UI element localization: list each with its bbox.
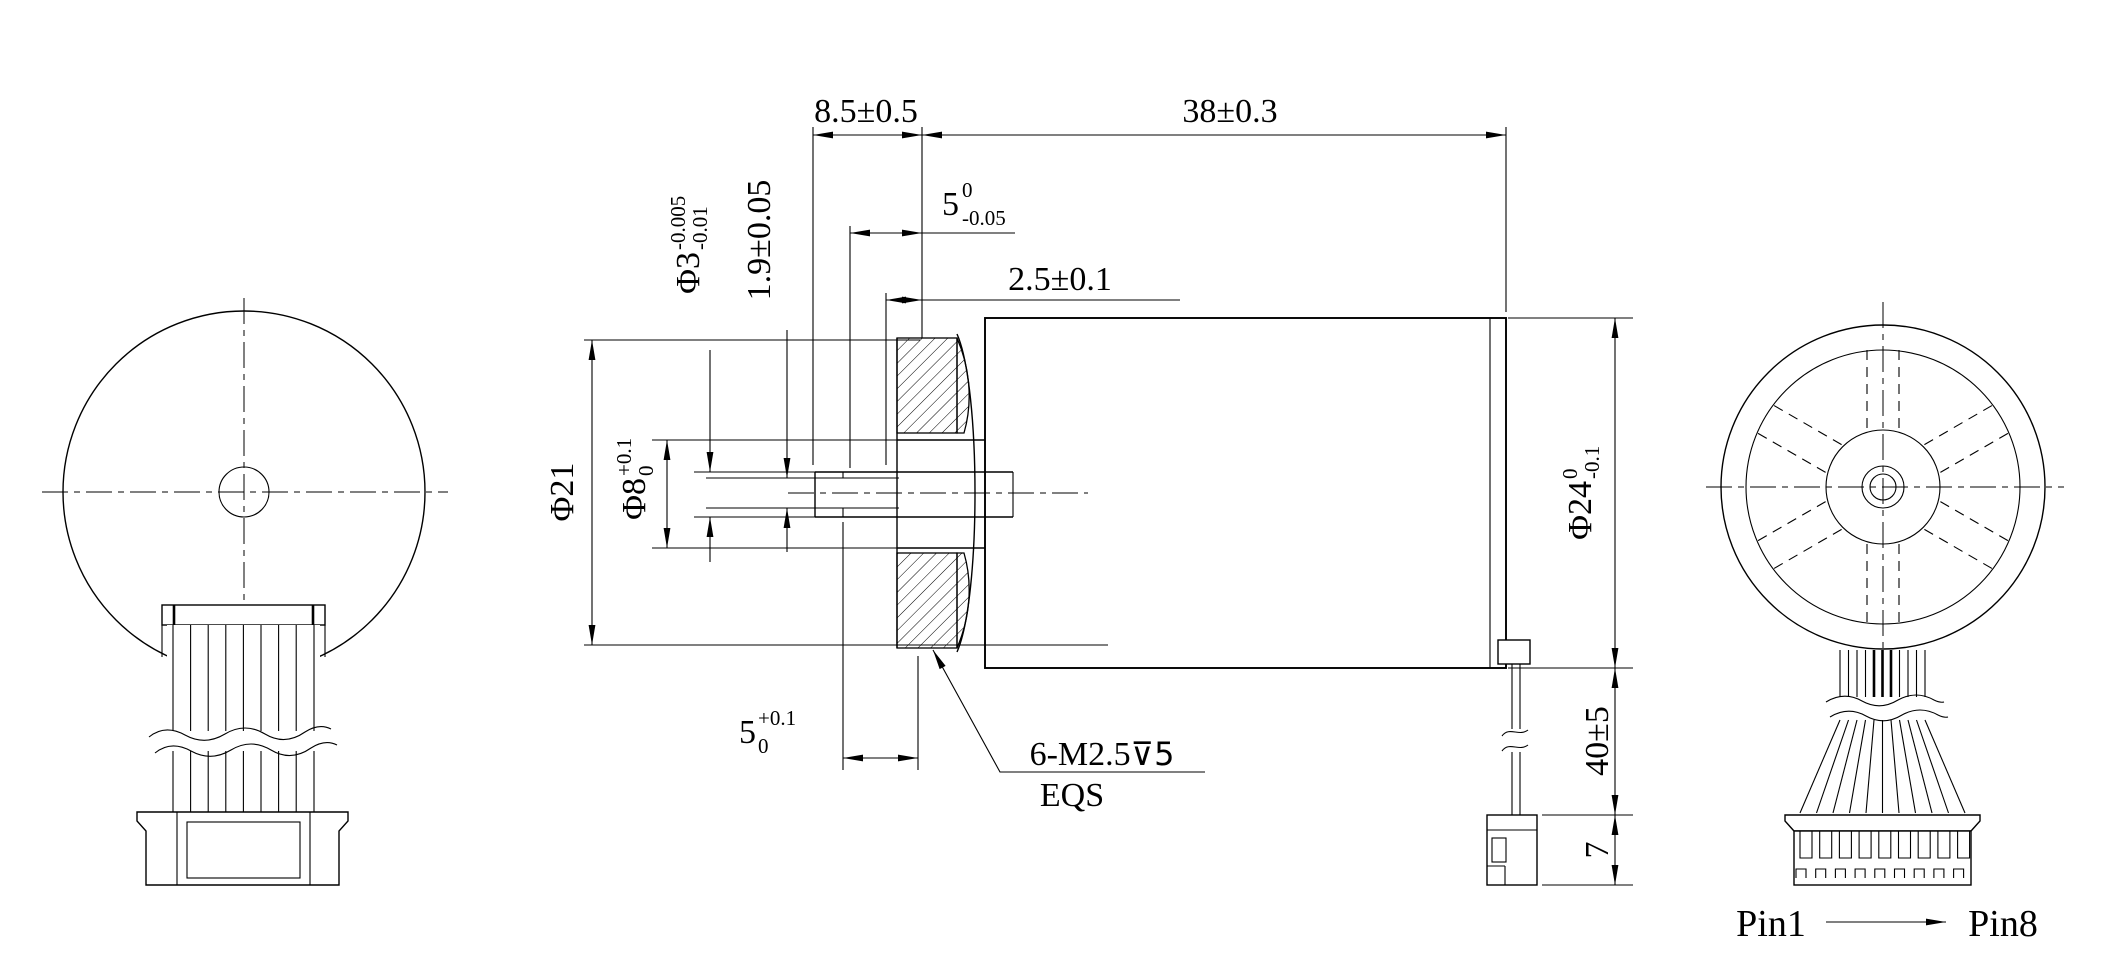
connector-teeth-row: [1799, 831, 1971, 859]
bundle-break-wave-2: [1829, 709, 1949, 722]
rear-boss-circle: [1861, 465, 1905, 509]
thread-note: 6-M2.5⊽5 EQS: [932, 649, 1205, 814]
dim-shaft-diameter: Φ3 -0.005 -0.01: [666, 196, 714, 562]
dim-d21-text: Φ21: [544, 463, 581, 522]
plate-hatch-sliver-bottom: [956, 552, 970, 649]
rear-shaft-circle: [1869, 473, 1897, 501]
front-view: [42, 298, 448, 886]
side-connector-outline: [1486, 814, 1538, 886]
bundle-fan: [1799, 719, 1966, 814]
dim-d24-sup: 0: [1558, 469, 1582, 480]
dim-boss-depth: 5 0 -0.05: [849, 178, 1015, 468]
dim-shaft-extension: 8.5±0.5: [812, 93, 923, 465]
rear-connector-flange: [1784, 814, 1981, 832]
dim-d8-main: Φ8: [616, 478, 653, 520]
front-connector-inner: [186, 821, 301, 879]
front-connector: [136, 811, 349, 886]
plate-hatch-lower: [896, 552, 958, 649]
rear-connector: [1784, 814, 1981, 886]
cable-ribs-upper: [172, 625, 315, 731]
shaft: [694, 471, 1014, 518]
rear-spokes: [1756, 350, 2010, 624]
bundle-break-wave-1: [1825, 694, 1945, 707]
dim-d3-sub: -0.01: [688, 206, 712, 250]
side-connector-inner: [1491, 837, 1507, 863]
lead-wire: [1486, 639, 1538, 886]
dim-d24-main: Φ24: [1562, 481, 1599, 540]
wire-break-1: [1501, 729, 1529, 737]
connector-notch-row: [1795, 868, 1965, 878]
rear-outer-circle: [1720, 324, 2046, 650]
dim-d8-sub: 0: [634, 466, 658, 477]
dim-d3-main: Φ3: [670, 252, 707, 294]
cable-break-wave-1: [148, 726, 332, 741]
thread-note-text: 6-M2.5⊽5: [1030, 735, 1175, 773]
plate-hatch-sliver-top: [956, 337, 970, 434]
dim-d24-sub: -0.1: [1580, 446, 1604, 479]
dim-5b-main: 5: [739, 714, 756, 751]
cable-collar: [161, 604, 326, 626]
thread-note-eqs: EQS: [1040, 777, 1104, 814]
rear-view: Pin1 Pin8: [1706, 302, 2064, 945]
dim-stator-diameter: Φ21: [544, 339, 1108, 646]
thread-note-leader: [932, 649, 1205, 773]
rear-inner-ring: [1745, 349, 2021, 625]
dim-5b-sup: +0.1: [758, 706, 796, 730]
dim-slot-width: 1.9±0.05: [741, 180, 791, 552]
cable-break-wave-2: [154, 742, 338, 757]
wire-break-2: [1501, 744, 1529, 752]
dim-lead-length-text: 40±5: [1579, 706, 1616, 776]
front-shaft-hole-circle: [218, 466, 270, 518]
dim-slot-offset-text: 2.5±0.1: [1008, 261, 1112, 298]
dim-5b-sub: 0: [758, 734, 769, 758]
pin-labels: Pin1 Pin8: [1736, 903, 2038, 945]
dim-boss-diameter: Φ8 +0.1 0: [612, 438, 897, 549]
dim-connector-height: 7: [1542, 815, 1633, 886]
dim-flat-length: 5 +0.1 0: [739, 522, 919, 770]
dim-slot-width-text: 1.9±0.05: [741, 180, 778, 301]
dim-body-length-text: 38±0.3: [1182, 93, 1277, 130]
wire-exit-block: [1497, 639, 1531, 665]
dim-body-diameter: Φ24 0 -0.1: [1508, 317, 1633, 669]
dim-d3-sup: -0.005: [666, 196, 690, 250]
dim-shaft-extension-text: 8.5±0.5: [814, 93, 918, 130]
pin1-label: Pin1: [1736, 903, 1806, 945]
side-view: 8.5±0.5 38±0.3 5 0 -0.05 2.5±0.1: [544, 93, 1633, 886]
dim-d8-sup: +0.1: [612, 438, 636, 476]
dim-5-sub: -0.05: [962, 206, 1006, 230]
pin8-label: Pin8: [1968, 903, 2038, 945]
rear-hub-circle: [1825, 429, 1941, 545]
plate-hatch-upper: [896, 337, 958, 434]
dim-5-sup: 0: [962, 178, 973, 202]
front-dome-arc: [956, 333, 976, 653]
cable-ribs-lower: [172, 751, 315, 812]
front-ribbon-cable: [136, 604, 349, 886]
front-plate-section: [896, 333, 985, 653]
bundle-upper: [1839, 650, 1926, 697]
dim-slot-offset: 2.5±0.1: [885, 261, 1180, 465]
front-connector-outline: [136, 811, 349, 886]
side-connector: [1486, 814, 1538, 886]
rear-wire-bundle: [1784, 650, 1981, 886]
dim-body-length: 38±0.3: [922, 93, 1507, 312]
dim-connector-height-text: 7: [1579, 842, 1616, 859]
dim-lead-length: 40±5: [1542, 668, 1633, 816]
dim-5-main: 5: [942, 186, 959, 223]
